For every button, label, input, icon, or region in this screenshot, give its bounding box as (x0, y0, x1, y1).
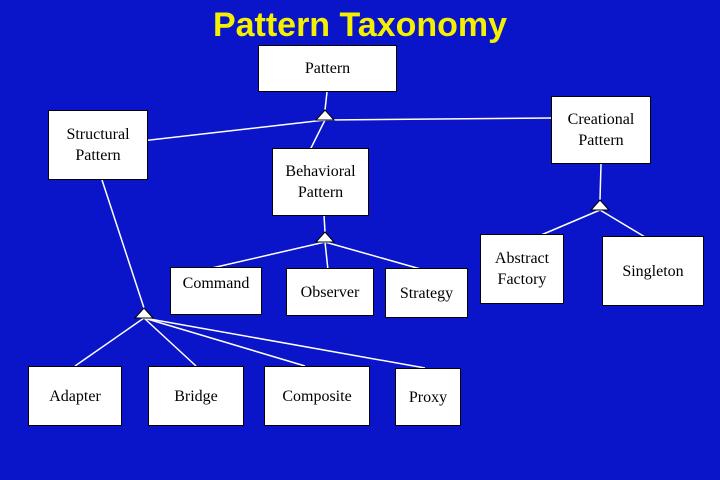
node-singleton-label: Singleton (622, 262, 684, 280)
node-composite: Composite (264, 366, 370, 426)
node-bridge-label: Bridge (174, 387, 218, 405)
node-abstract-factory: Abstract Factory (480, 234, 564, 304)
node-proxy: Proxy (395, 368, 461, 426)
node-structural-pattern: Structural Pattern (48, 110, 148, 180)
inheritance-triangle-behavioral (314, 231, 336, 243)
node-bridge: Bridge (148, 366, 244, 426)
node-command-label: Command (182, 275, 250, 292)
node-strategy-label: Strategy (399, 284, 454, 302)
node-pattern: Pattern (258, 45, 397, 92)
node-behavioral-pattern: Behavioral Pattern (272, 148, 369, 216)
node-observer: Observer (286, 268, 374, 316)
inheritance-triangle-pattern (314, 109, 336, 121)
node-observer-label: Observer (300, 283, 360, 301)
node-pattern-label: Pattern (304, 60, 351, 77)
diagram-title: Pattern Taxonomy (212, 6, 508, 44)
node-proxy-label: Proxy (408, 388, 448, 406)
node-adapter-label: Adapter (49, 387, 101, 405)
node-structural-pattern-label: Structural Pattern (66, 126, 130, 164)
node-composite-label: Composite (282, 387, 352, 405)
node-singleton: Singleton (602, 236, 704, 306)
node-creational-pattern-label: Creational Pattern (567, 111, 635, 149)
node-strategy: Strategy (385, 268, 468, 318)
node-command: Command (170, 267, 262, 315)
node-adapter: Adapter (28, 366, 122, 426)
inheritance-triangle-structural (133, 307, 155, 319)
node-behavioral-pattern-label: Behavioral Pattern (285, 163, 356, 201)
node-abstract-factory-label: Abstract Factory (494, 250, 550, 288)
node-creational-pattern: Creational Pattern (551, 96, 651, 164)
inheritance-triangle-creational (589, 199, 611, 211)
